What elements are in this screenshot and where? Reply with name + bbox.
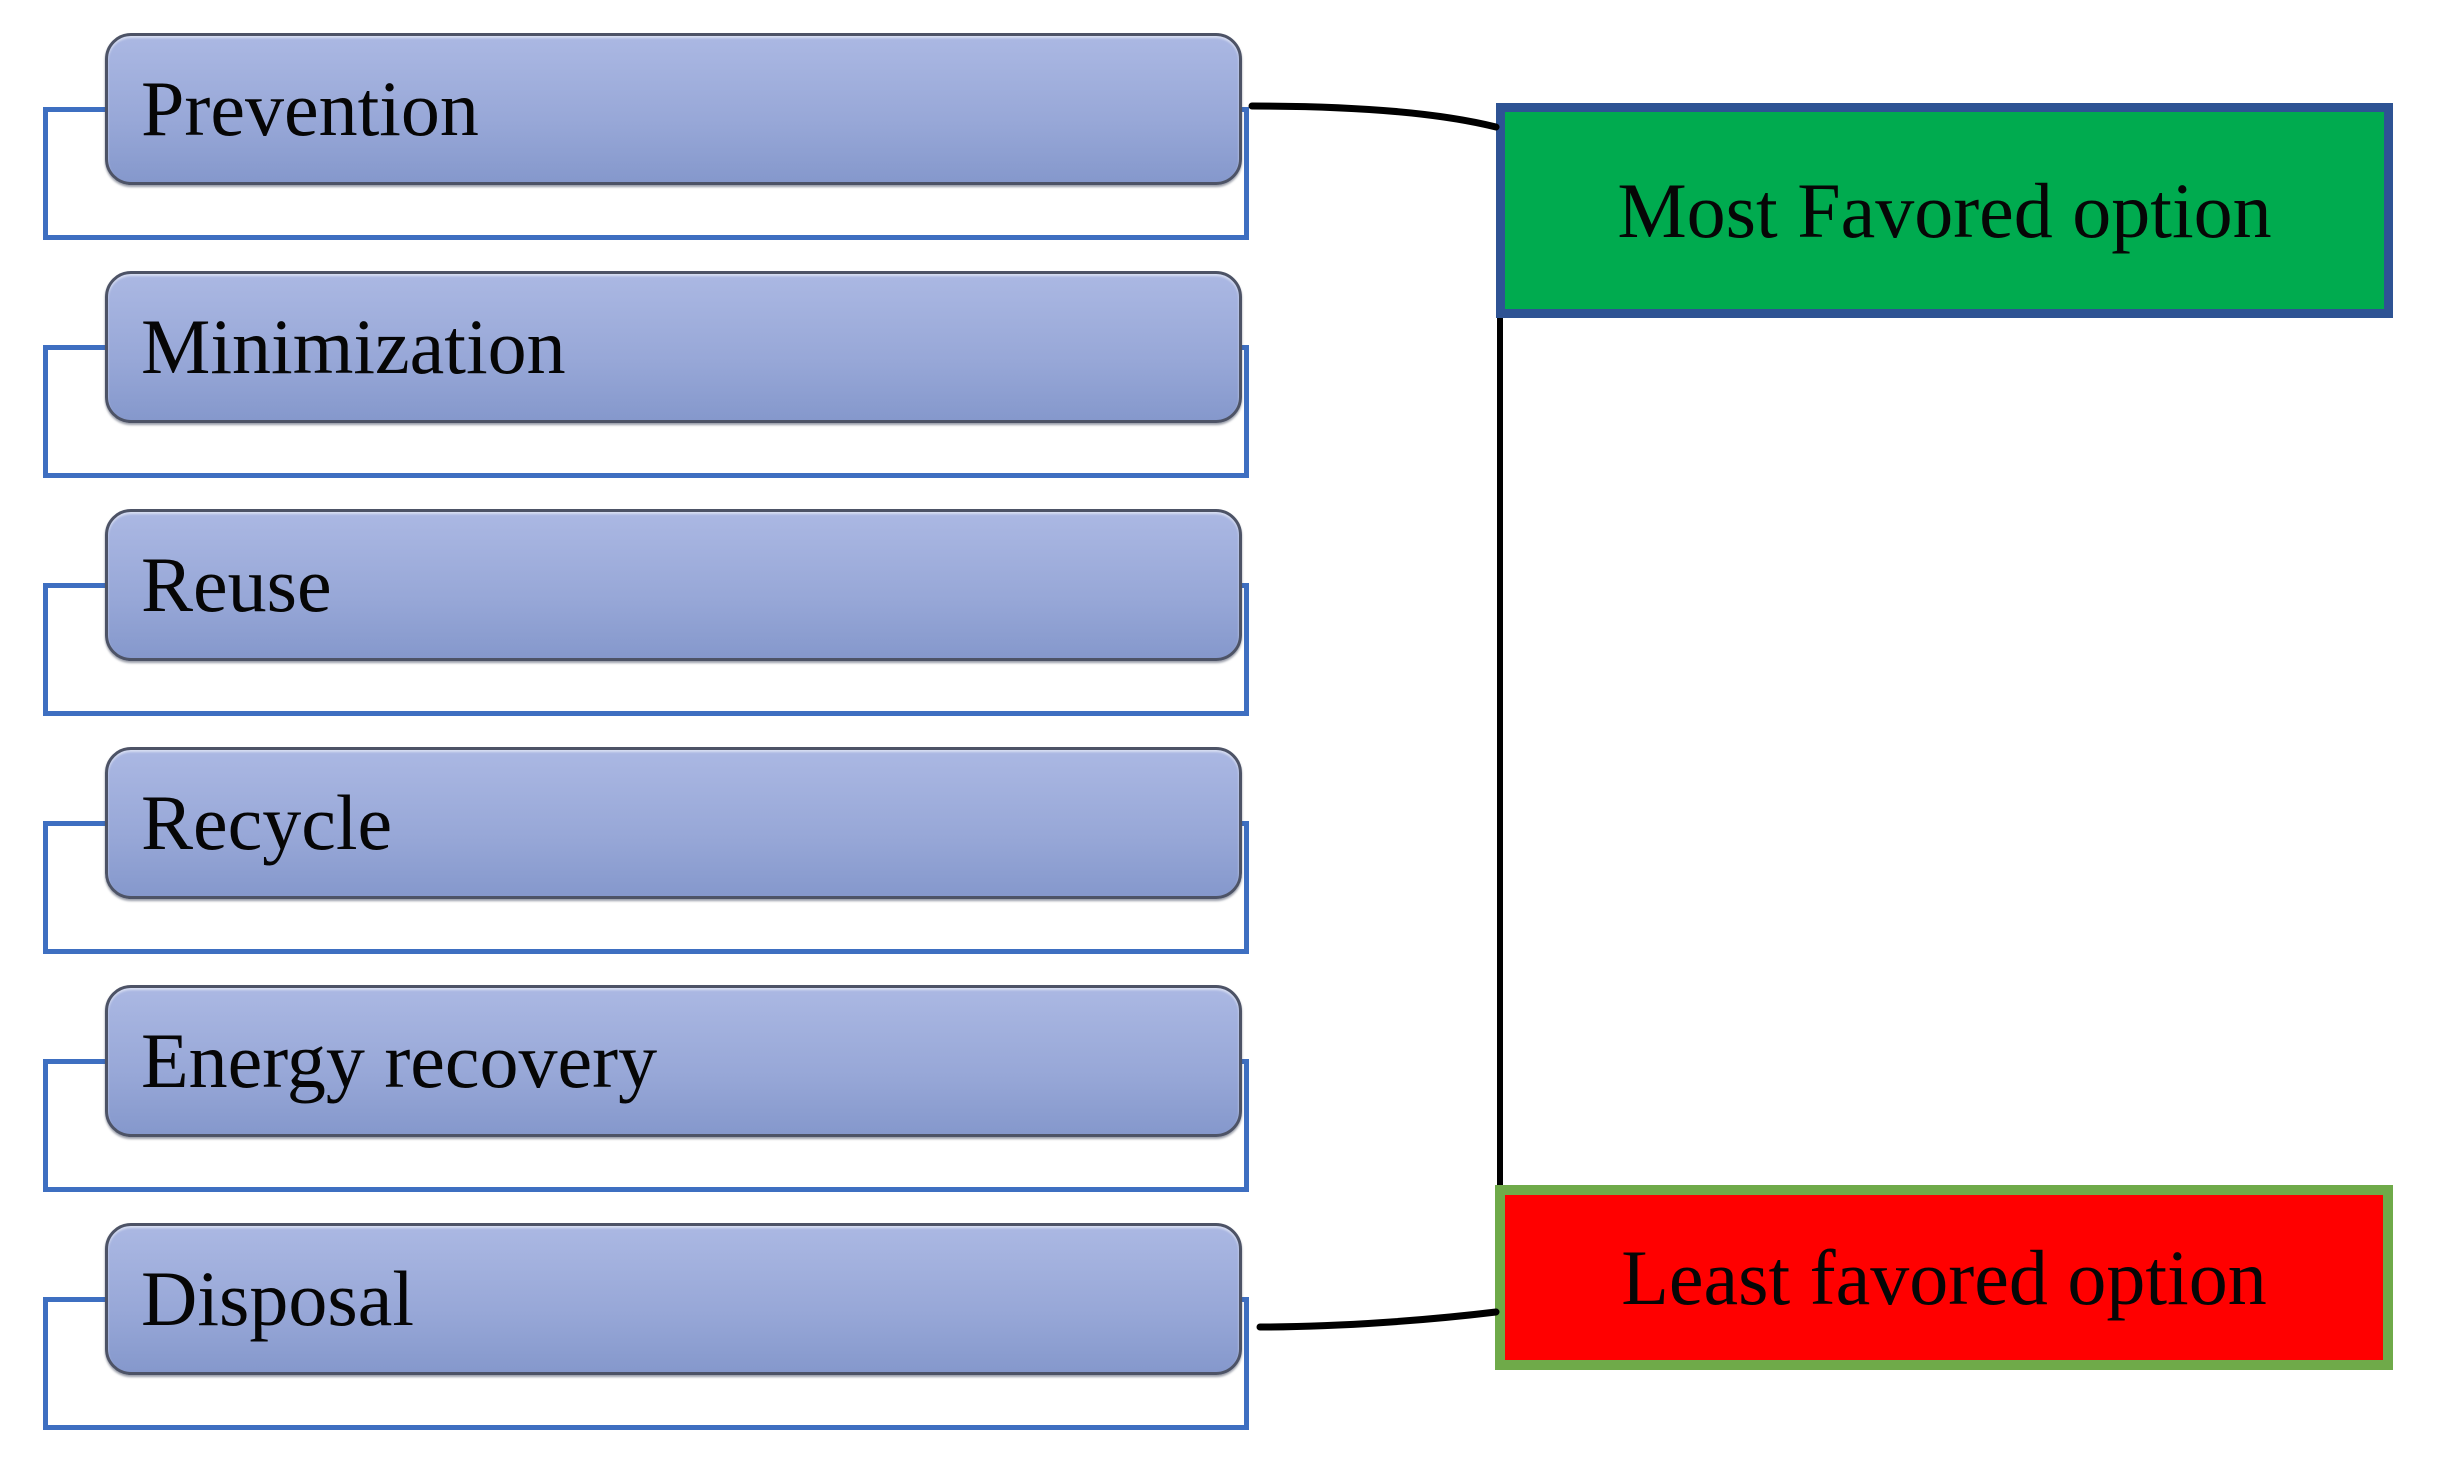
stage-box-reuse: Reuse [105,509,1242,661]
connector-least-favored [1256,1308,1500,1331]
most-favored-label: Most Favored option [1617,166,2272,254]
stage-label: Prevention [141,65,479,152]
least-favored-label: Least favored option [1621,1233,2267,1321]
stage-label: Minimization [141,303,566,390]
most-favored-box: Most Favored option [1496,103,2393,318]
stage-box-prevention: Prevention [105,33,1242,185]
stage-box-minimization: Minimization [105,271,1242,423]
stage-label: Energy recovery [141,1017,658,1104]
stage-label: Recycle [141,779,393,866]
connector-most-favored [1248,102,1500,131]
stage-label: Reuse [141,541,332,628]
stage-box-recycle: Recycle [105,747,1242,899]
stage-box-energy-recovery: Energy recovery [105,985,1242,1137]
stage-label: Disposal [141,1255,414,1342]
least-favored-box: Least favored option [1495,1185,2393,1370]
stage-box-disposal: Disposal [105,1223,1242,1375]
